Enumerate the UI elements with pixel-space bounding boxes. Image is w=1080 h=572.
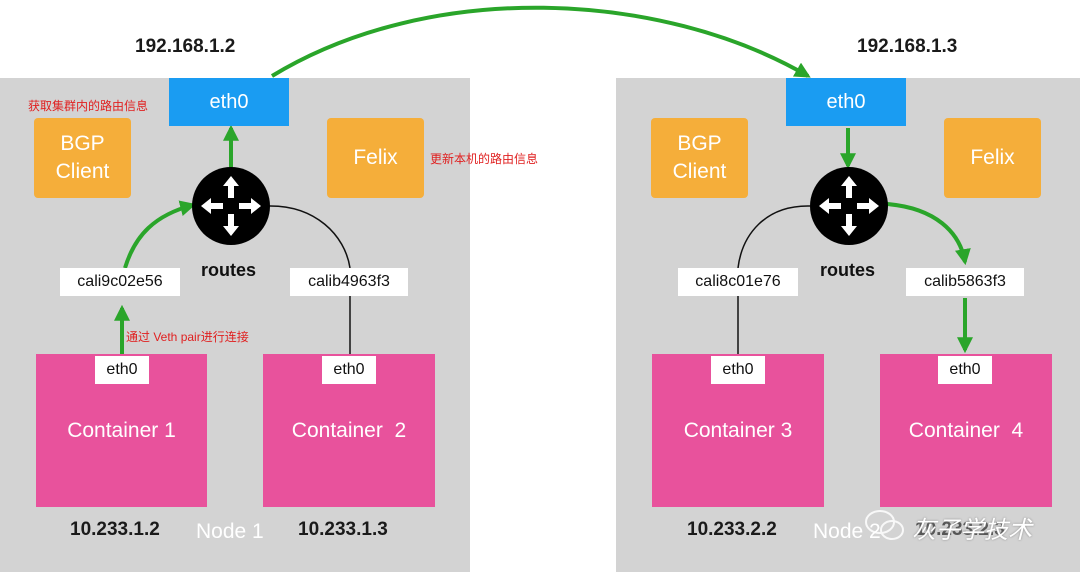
container-4-label: Container 4 (908, 418, 1024, 442)
node1-veth-2: calib4963f3 (290, 268, 408, 296)
felix-note: 更新本机的路由信息 (430, 152, 539, 166)
wechat-icon (865, 510, 904, 540)
node1-routes-label: routes (201, 260, 257, 280)
node1-host-ip: 192.168.1.2 (135, 36, 236, 57)
bgp-line1: BGP (677, 132, 722, 155)
container-2-eth0: eth0 (322, 356, 376, 384)
node1-veth-1: cali9c02e56 (60, 268, 180, 296)
container-3-eth0: eth0 (711, 356, 765, 384)
node2-bgp-client: BGP Client (651, 118, 748, 198)
router-icon (810, 167, 888, 245)
watermark-text: 灰子学技术 (912, 517, 1032, 544)
node2-host-ip: 192.168.1.3 (857, 36, 958, 57)
container-4-ip: 10.233.2.3 (915, 519, 1005, 540)
veth-note: 通过 Veth pair进行连接 (126, 330, 249, 344)
container-2-label: Container 2 (291, 418, 407, 442)
node2-label: Node 2 (813, 520, 881, 543)
container-1-eth0: eth0 (95, 356, 149, 384)
container-1-ip: 10.233.1.2 (70, 519, 160, 540)
veth-to-router-arrow-1 (123, 200, 197, 269)
bgp-line2: Client (672, 160, 727, 183)
router-icon (192, 167, 270, 245)
container-2-ip: 10.233.1.3 (298, 519, 388, 540)
bgp-line1: BGP (60, 132, 105, 155)
container-3-label: Container 3 (683, 418, 793, 442)
node2-routes-label: routes (820, 260, 876, 280)
node2-felix: Felix (944, 118, 1041, 198)
inter-node-arrow (270, 5, 811, 78)
node2-eth0: eth0 (786, 78, 906, 126)
node2-veth-1: cali8c01e76 (678, 268, 798, 296)
node1-label: Node 1 (196, 520, 264, 543)
container-1-label: Container 1 (67, 418, 176, 442)
node2-veth-2: calib5863f3 (906, 268, 1024, 296)
node1-bgp-client: BGP Client (34, 118, 131, 198)
router-to-calib-line-1 (267, 205, 351, 269)
router-to-cali-line-2 (737, 205, 811, 269)
bgp-note: 获取集群内的路由信息 (28, 99, 149, 113)
bgp-line2: Client (55, 160, 110, 183)
node1-eth0: eth0 (169, 78, 289, 126)
container-3-ip: 10.233.2.2 (687, 519, 777, 540)
router-to-calib-arrow-2 (886, 202, 971, 266)
container-4-eth0: eth0 (938, 356, 992, 384)
node1-felix: Felix (327, 118, 424, 198)
